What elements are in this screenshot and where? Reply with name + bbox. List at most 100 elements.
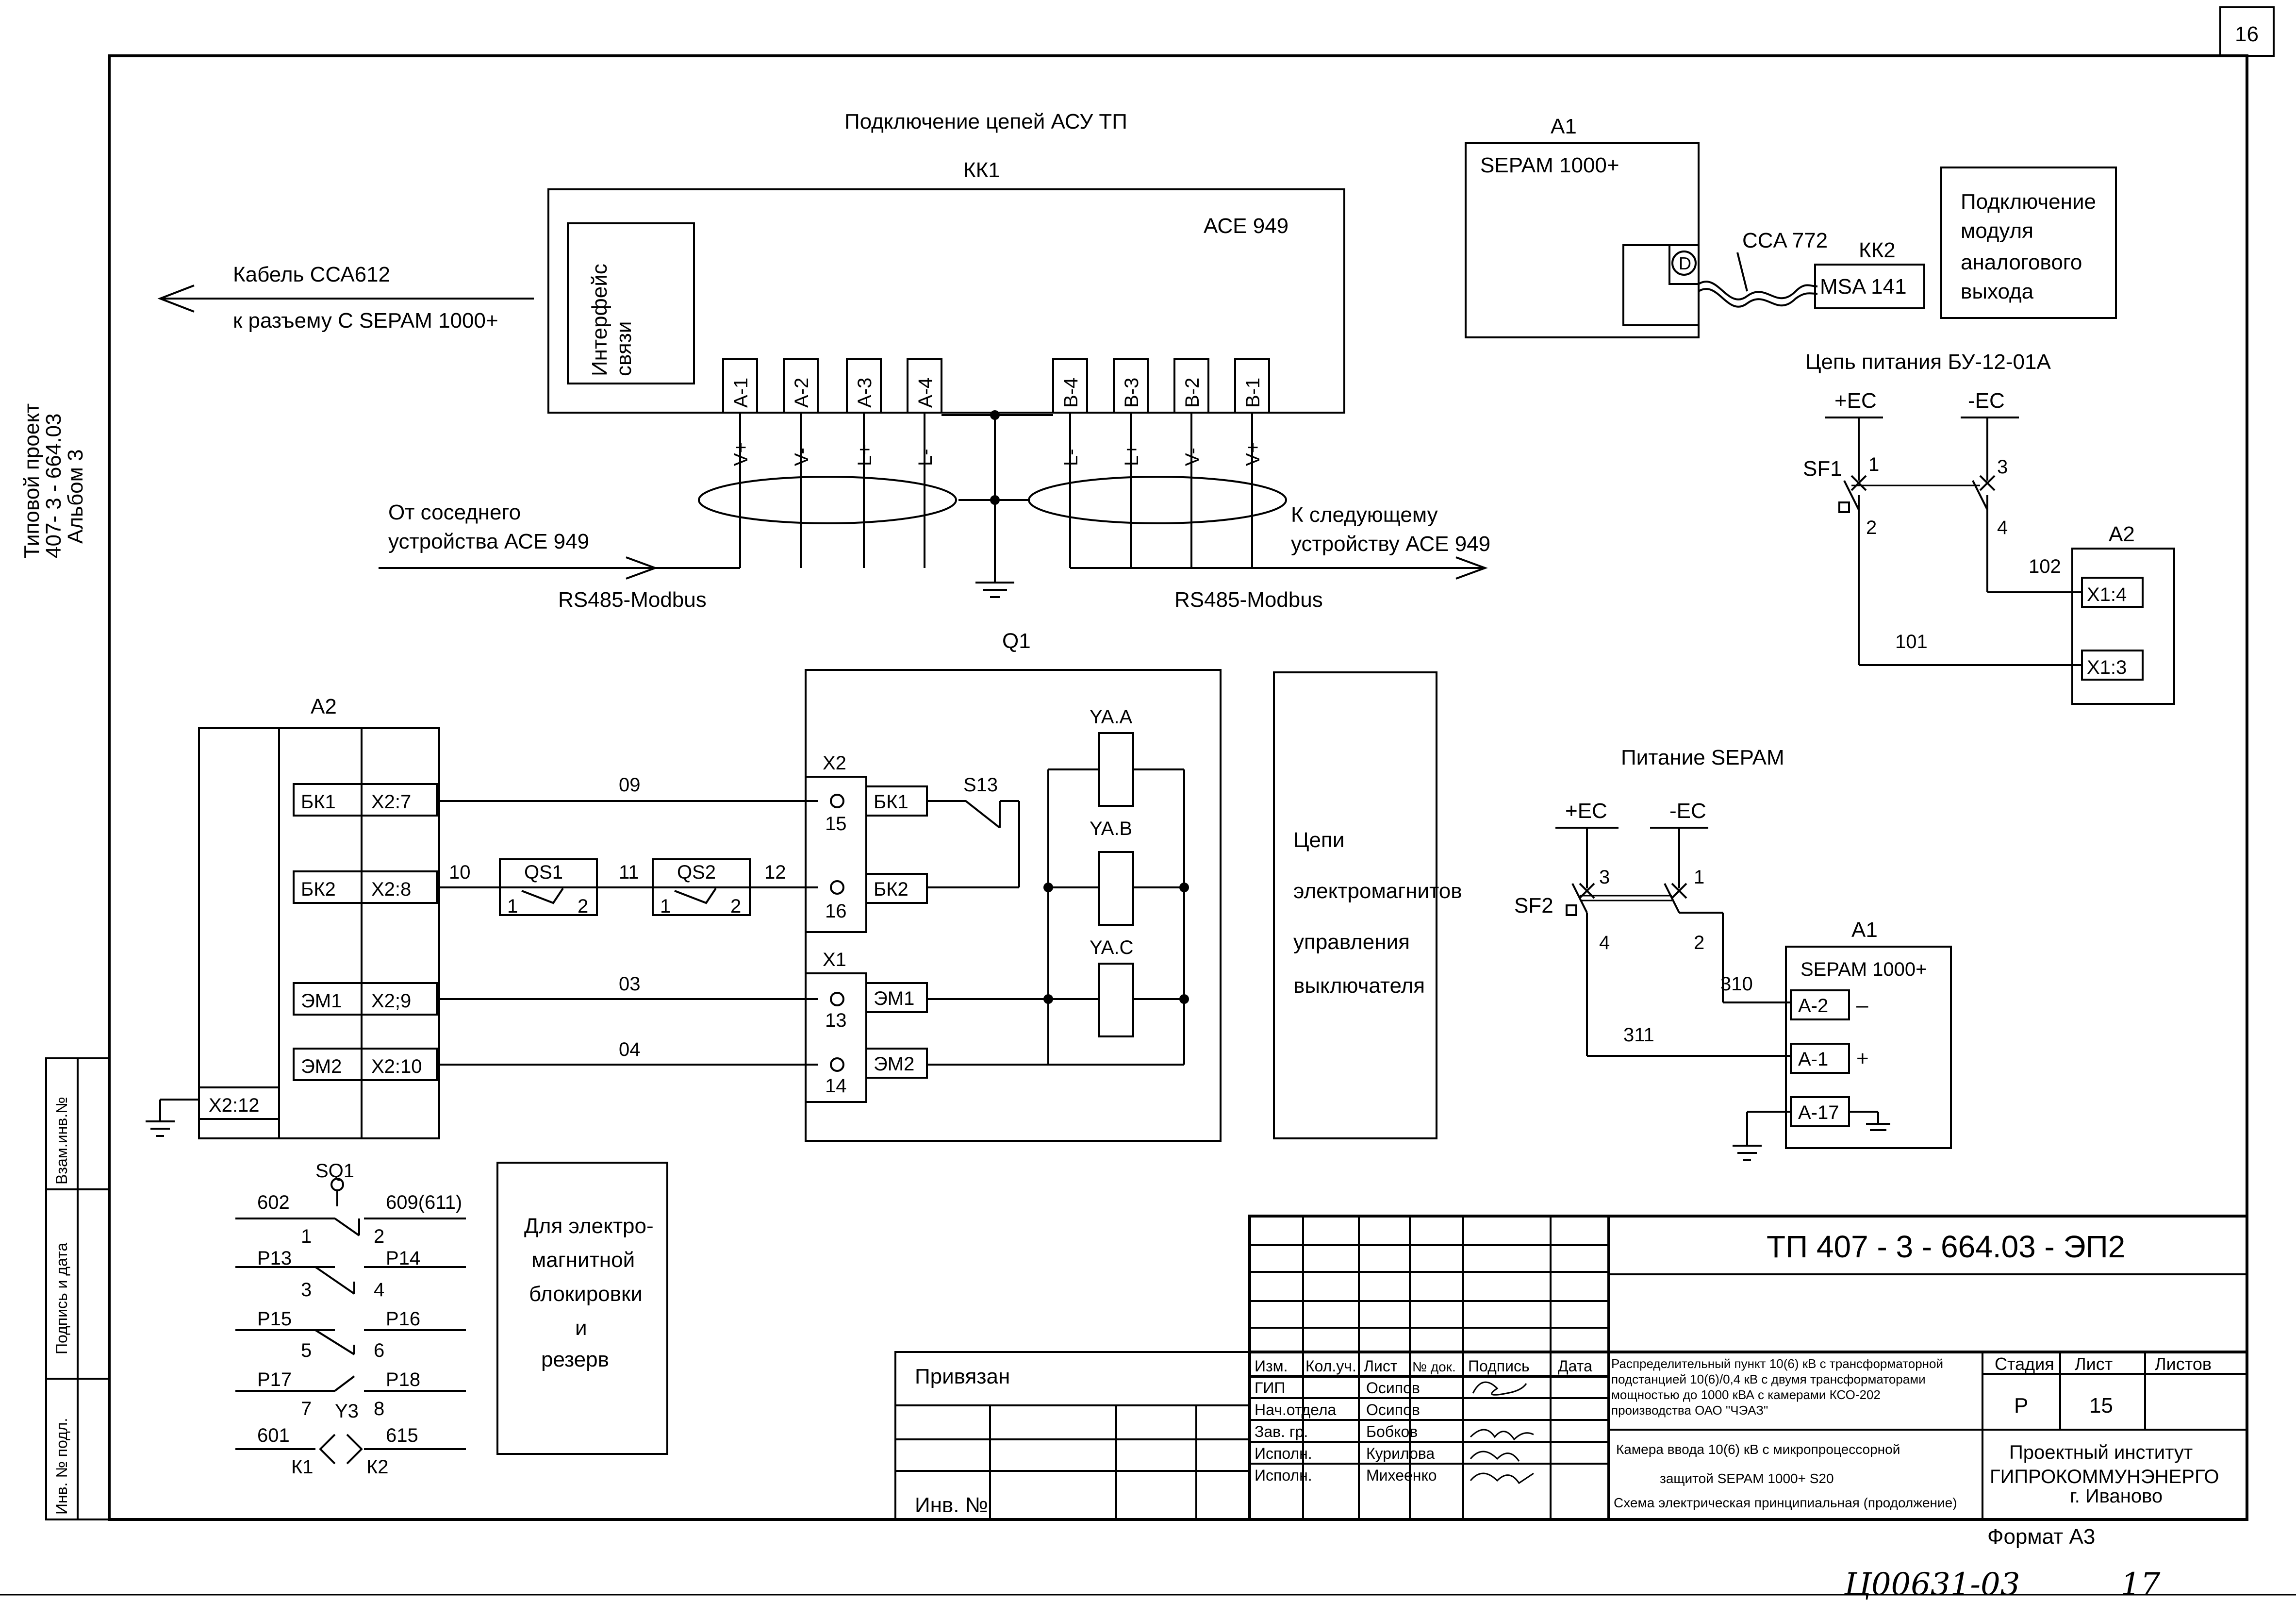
org-line: г. Иваново: [2070, 1485, 2163, 1507]
wire-102: 102: [2029, 556, 2061, 577]
blocking-note-box: [496, 1162, 668, 1455]
to-arrowhead: [1455, 556, 1488, 580]
sq1-wire-left: Р15: [257, 1308, 292, 1330]
handwritten-number: Ц00631-03: [1844, 1567, 2020, 1602]
rs485-label-left: RS485-Modbus: [558, 588, 707, 612]
side-label-line3: Альбом 3: [64, 449, 87, 544]
analog-note: Подключение: [1961, 190, 2096, 214]
sheet-number: 16: [2235, 22, 2259, 46]
bu-minus: -ЕС: [1968, 389, 2005, 413]
y3-label: Y3: [335, 1401, 359, 1422]
hdr: № док.: [1412, 1359, 1456, 1374]
qs2-contact: [674, 887, 717, 904]
x14-label: X1:4: [2087, 584, 2127, 605]
terminal-num: 15: [825, 813, 847, 834]
lists-header: Листов: [2155, 1354, 2212, 1374]
circuits-note-box: [1273, 671, 1437, 1139]
sq1-label: SQ1: [315, 1160, 354, 1182]
sf1-cross: [1850, 475, 1867, 491]
terminal-label: B-4: [1060, 378, 1082, 408]
x2-block: [805, 776, 867, 933]
a2-rows: БК1 X2:7 БК2 X2:8 ЭМ1 X2;9 ЭМ2 X2:10: [293, 783, 438, 1081]
coil-label: YA.B: [1090, 818, 1132, 839]
q1-term: БК1: [874, 791, 908, 813]
sheet-desc: Камера ввода 10(6) кВ с микропроцессорно…: [1616, 1442, 1900, 1457]
coil-label: YA.C: [1090, 937, 1133, 958]
terminal-16: [830, 880, 844, 895]
ace949-box: [547, 188, 1345, 414]
from-label-2: устройства АСЕ 949: [388, 530, 589, 553]
terminal-label: A-4: [915, 378, 936, 408]
title-block: ТП 407 - 3 - 664.03 - ЭП2 Изм. Кол.уч. Л…: [894, 1215, 2248, 1521]
a2-term: БК1: [301, 791, 336, 813]
a2-box: [198, 727, 440, 1139]
to-label-1: К следующему: [1291, 503, 1438, 527]
x14-terminal: [2081, 577, 2144, 608]
kk1-label: КК1: [963, 158, 1000, 182]
name: Курилова: [1366, 1445, 1435, 1462]
role: Зав. гр.: [1255, 1423, 1308, 1440]
side-label-line2: 407- 3 - 664.03: [42, 414, 66, 558]
x212-terminal: [198, 1086, 280, 1120]
sepam-term: A-1: [1798, 1049, 1828, 1070]
bu-a2-box: [2071, 548, 2175, 705]
sf2-pin: 1: [1694, 867, 1704, 888]
connector-box: [1622, 244, 1700, 326]
d-port-icon: [1671, 250, 1697, 276]
wire-11: 11: [619, 862, 639, 883]
sheet-desc: защитой SEPAM 1000+ S20: [1660, 1471, 1834, 1486]
control-wires: 09 10 QS1 1 2 11 QS2 1 2 12 03 04: [437, 774, 818, 1066]
cable-dest: к разъему С SEPAM 1000+: [233, 309, 498, 333]
hdr: Лист: [1364, 1357, 1398, 1375]
bu-a2-label: A2: [2109, 522, 2135, 546]
s13-contact: [965, 800, 1001, 829]
cca772-label: CCA 772: [1742, 229, 1828, 252]
qs2-pin: 2: [730, 896, 741, 917]
circuits-note: управления: [1293, 930, 1410, 954]
x13-terminal: [2081, 650, 2144, 681]
cable-label: Кабель ССА612: [233, 263, 390, 286]
blocking-note: резерв: [541, 1348, 609, 1371]
side-stamps: Взам.инв.№ Подпись и дата Инв. № подл.: [45, 1057, 110, 1520]
sf1-pin: 4: [1997, 517, 2008, 538]
signature: [1470, 1451, 1520, 1462]
org-line: ГИПРОКОММУНЭНЕРГО: [1990, 1466, 2219, 1487]
wire-311: 311: [1623, 1024, 1654, 1046]
sepam-plus: +ЕС: [1565, 799, 1607, 823]
terminals-b: B-4 B-3 B-2 B-1: [1052, 358, 1270, 414]
side-project-label: Типовой проект 407- 3 - 664.03 Альбом 3: [20, 403, 87, 558]
a2-term: БК2: [301, 879, 336, 900]
blocking-note: Для электро-: [524, 1214, 654, 1238]
wire-615: 615: [386, 1425, 418, 1446]
sf1-pin: 3: [1997, 456, 2008, 478]
signature: [1472, 1381, 1527, 1396]
cca772-cable: [1698, 281, 1818, 300]
a2-term: ЭМ2: [301, 1056, 342, 1077]
x1-block: [805, 972, 867, 1103]
terminal-num: 16: [825, 901, 847, 922]
sq1-wire-right: Р14: [386, 1248, 420, 1269]
from-label-1: От соседнего: [388, 501, 521, 524]
role: ГИП: [1255, 1379, 1285, 1397]
k2-label: К2: [366, 1456, 389, 1478]
format-label: Формат А3: [1987, 1525, 2095, 1549]
blocking-note: и: [575, 1316, 587, 1340]
sq1-wire-right: Р16: [386, 1308, 420, 1330]
inv-label: Инв. №: [915, 1493, 988, 1517]
wire-601: 601: [257, 1425, 290, 1446]
signature: [1470, 1472, 1534, 1485]
terminal-15: [830, 794, 844, 808]
name: Бобков: [1366, 1423, 1418, 1440]
a1-top-name: SEPAM 1000+: [1480, 153, 1619, 177]
sf2-label: SF2: [1514, 894, 1553, 918]
sepam-a1-label: A1: [1851, 918, 1878, 942]
from-arrowhead: [626, 556, 658, 580]
sq1-pin: 5: [301, 1340, 312, 1361]
cable-arrowhead: [157, 284, 195, 313]
msa141-box: [1814, 264, 1925, 309]
a1-top-label: A1: [1551, 115, 1577, 138]
bu-plus: +ЕС: [1834, 389, 1877, 413]
qs2-label: QS2: [677, 862, 716, 883]
sq1-pin: 7: [301, 1398, 312, 1419]
sq1-pin: 3: [301, 1279, 312, 1301]
